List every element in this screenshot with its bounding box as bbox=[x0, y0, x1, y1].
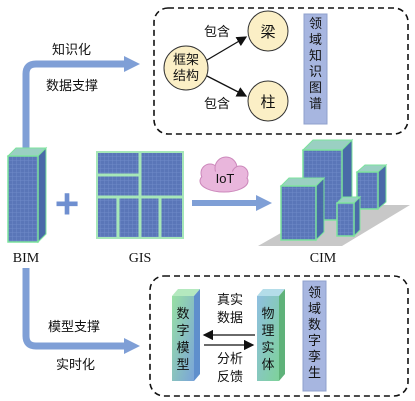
edge-label-top: 包含 bbox=[204, 24, 230, 40]
physical-entity-label: 物理实体 bbox=[261, 307, 274, 373]
node-column-label: 柱 bbox=[260, 93, 275, 111]
digital-twin-box bbox=[302, 280, 327, 392]
gis-map bbox=[96, 151, 184, 239]
label-model-support: 模型支撑 bbox=[48, 320, 100, 335]
bottom-dashed-panel bbox=[149, 275, 409, 397]
arrow-realtime-head bbox=[124, 338, 140, 354]
bim-label: BIM bbox=[13, 251, 40, 266]
label-data: 数据 bbox=[217, 311, 243, 326]
arrow-to-cim-head bbox=[256, 195, 272, 211]
cim-city bbox=[258, 138, 410, 246]
plus-symbol: + bbox=[55, 180, 80, 227]
top-dashed-panel bbox=[153, 7, 409, 135]
iot-label: IoT bbox=[216, 171, 235, 186]
cim-label: CIM bbox=[310, 251, 337, 266]
iot-cloud bbox=[199, 156, 249, 193]
node-frame-line2: 结构 bbox=[173, 69, 199, 84]
label-feedback: 反馈 bbox=[217, 370, 243, 385]
edge-label-bottom: 包含 bbox=[204, 96, 230, 112]
node-frame-line1: 框架 bbox=[173, 53, 199, 68]
digital-model-label: 数字模型 bbox=[176, 307, 189, 373]
digital-model-block bbox=[172, 289, 200, 381]
knowledge-graph-label: 领域知识图谱 bbox=[309, 17, 322, 112]
digital-twin-label: 领域数字孪生 bbox=[308, 286, 321, 381]
node-frame-structure bbox=[163, 45, 209, 91]
node-column bbox=[247, 80, 289, 122]
knowledge-graph-box bbox=[303, 13, 328, 125]
label-knowledgization: 知识化 bbox=[52, 42, 91, 58]
node-beam-label: 梁 bbox=[260, 23, 275, 41]
label-realtime: 实时化 bbox=[56, 358, 95, 373]
gis-label: GIS bbox=[129, 251, 152, 266]
label-data-support: 数据支撑 bbox=[46, 79, 98, 94]
label-analysis: 分析 bbox=[217, 352, 243, 367]
edge-contains-column bbox=[206, 75, 248, 97]
arrow-knowledge-head bbox=[124, 56, 140, 72]
arrow-realtime bbox=[22, 268, 126, 350]
physical-entity-block bbox=[257, 289, 285, 381]
node-beam bbox=[247, 10, 289, 52]
bim-block bbox=[6, 146, 48, 244]
label-real: 真实 bbox=[217, 293, 243, 308]
arrow-knowledge bbox=[22, 60, 126, 150]
edge-contains-beam bbox=[206, 36, 248, 61]
